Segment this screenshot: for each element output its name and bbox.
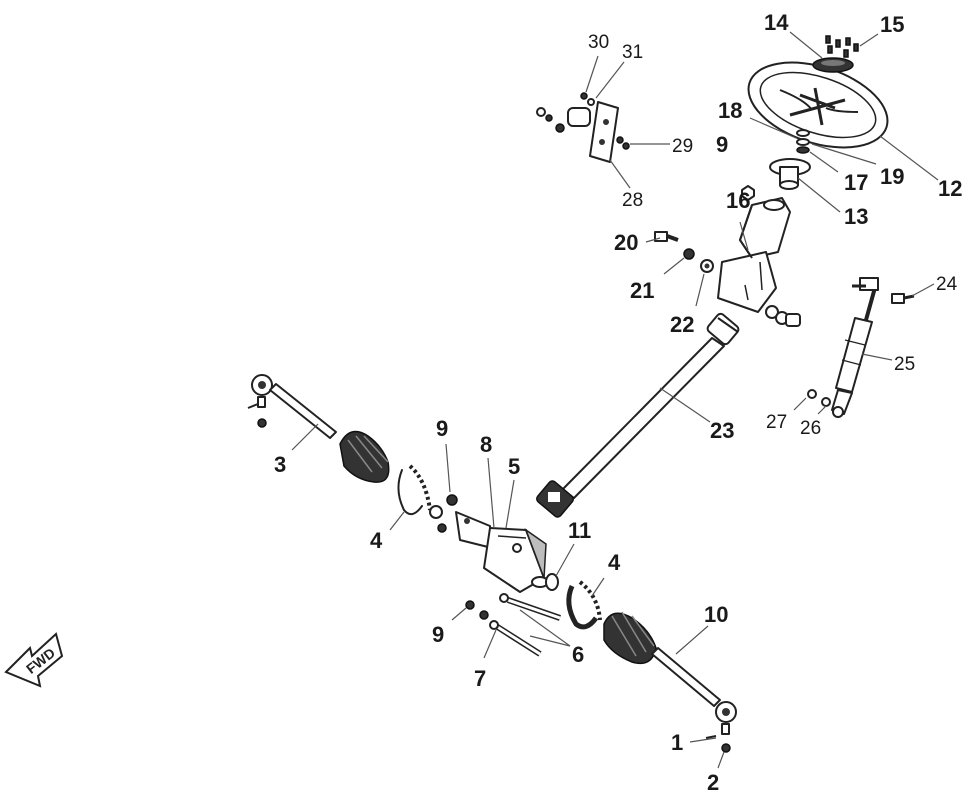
callout-28: 28	[622, 190, 643, 211]
steering-damper	[807, 277, 879, 418]
callout-25: 25	[894, 354, 915, 375]
callout-23: 23	[710, 418, 734, 443]
right-boot-clamp	[566, 580, 602, 630]
callout-31: 31	[622, 42, 643, 63]
bracket-bolt	[654, 231, 679, 242]
wheel-nut-washers	[796, 129, 810, 154]
callout-16: 16	[726, 188, 750, 213]
intermediate-shaft	[536, 312, 740, 518]
steering-column-bracket	[717, 197, 791, 313]
callout-24: 24	[936, 274, 958, 295]
leader-lines	[291, 31, 939, 769]
callout-18: 18	[718, 98, 742, 123]
callout-4-right: 4	[608, 550, 621, 575]
callout-9-top: 9	[716, 132, 728, 157]
callout-22: 22	[670, 312, 694, 337]
right-tie-rod	[651, 647, 737, 753]
left-bellows-boot	[339, 430, 390, 483]
callout-12: 12	[938, 176, 962, 201]
callout-11: 11	[568, 518, 591, 543]
callout-26: 26	[800, 418, 821, 439]
callout-30: 30	[588, 32, 609, 53]
callout-7: 7	[474, 666, 486, 691]
callout-5: 5	[508, 454, 520, 479]
callout-2: 2	[707, 770, 719, 795]
rack-mount-bolts	[489, 593, 561, 657]
callout-19: 19	[880, 164, 904, 189]
callout-10: 10	[704, 602, 728, 627]
callout-4-left: 4	[370, 528, 383, 553]
left-tie-rod	[247, 374, 337, 439]
callout-9-low: 9	[432, 622, 444, 647]
horn-cap	[812, 57, 854, 73]
callout-15: 15	[880, 12, 904, 37]
steering-rack-housing	[455, 511, 549, 593]
damper-bolt	[891, 293, 915, 304]
callout-21: 21	[630, 278, 654, 303]
callout-13: 13	[844, 204, 868, 229]
rack-nuts	[429, 494, 489, 620]
fwd-arrow-icon: FWD	[4, 632, 64, 688]
callout-27: 27	[766, 412, 787, 433]
callout-29: 29	[672, 136, 693, 157]
callout-9-mid: 9	[436, 416, 448, 441]
bracket-side-bolts	[765, 305, 801, 327]
callout-1: 1	[671, 730, 683, 755]
switch-assembly	[536, 92, 630, 163]
callout-14: 14	[764, 10, 789, 35]
callout-numbers: 1 2 3 4 4 5 6 7 8 9 9 9 10 11 12 13 14 1…	[274, 10, 962, 795]
callout-8: 8	[480, 432, 492, 457]
rack-washer	[545, 573, 559, 591]
callout-6: 6	[572, 642, 584, 667]
right-bellows-boot	[603, 611, 657, 665]
callout-20: 20	[614, 230, 638, 255]
callout-17: 17	[844, 170, 868, 195]
washer-21	[683, 248, 695, 260]
callout-3: 3	[274, 452, 286, 477]
column-nut	[741, 185, 755, 201]
nut-22	[700, 259, 714, 273]
wheel-hub	[769, 158, 811, 190]
cap-screws	[825, 35, 859, 58]
left-boot-clamp	[397, 464, 432, 516]
